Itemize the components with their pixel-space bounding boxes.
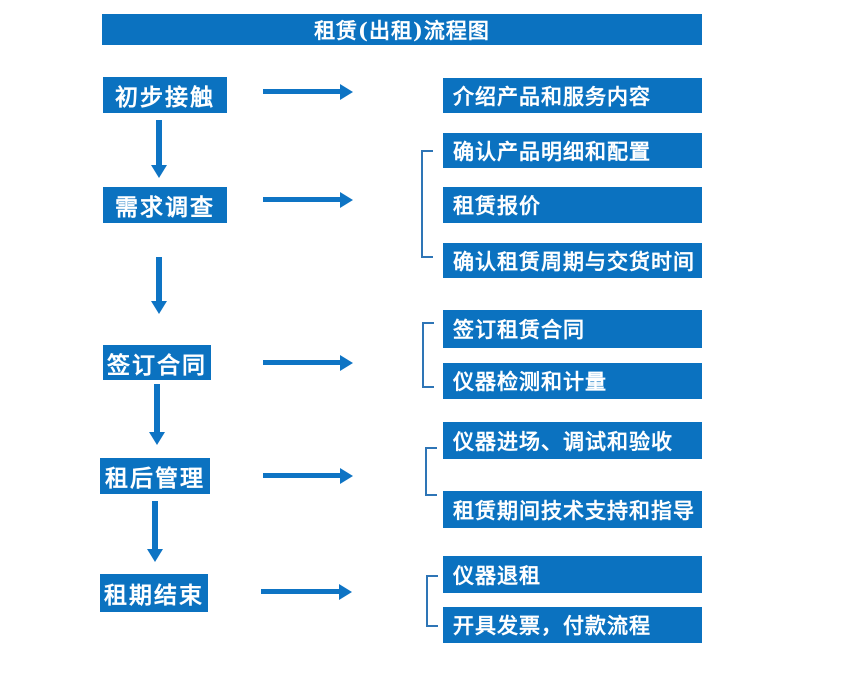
detail-box-instrument-return: 仪器退租 <box>443 556 702 593</box>
arrow-down-icon-1 <box>151 120 167 178</box>
detail-box-instrument-testing: 仪器检测和计量 <box>443 363 702 399</box>
arrow-right-icon-4 <box>263 468 353 484</box>
detail-box-instrument-arrival: 仪器进场、调试和验收 <box>443 422 702 459</box>
step-box-demand-survey: 需求调查 <box>103 187 227 223</box>
bracket-group-4 <box>425 447 437 496</box>
step-box-post-rental-mgmt: 租后管理 <box>100 458 210 494</box>
step-box-sign-contract: 签订合同 <box>103 345 211 380</box>
step-box-initial-contact: 初步接触 <box>103 77 227 113</box>
arrow-down-icon-4 <box>147 501 163 562</box>
bracket-group-3 <box>422 322 434 388</box>
bracket-group-5 <box>426 575 438 627</box>
detail-box-rental-quote: 租赁报价 <box>443 187 702 223</box>
arrow-right-icon-1 <box>263 84 353 100</box>
arrow-right-icon-3 <box>263 355 353 371</box>
detail-box-sign-lease-contract: 签订租赁合同 <box>443 310 702 348</box>
arrow-down-icon-2 <box>151 257 167 314</box>
detail-box-confirm-config: 确认产品明细和配置 <box>443 133 702 168</box>
flowchart-title: 租赁(出租)流程图 <box>102 14 702 45</box>
arrow-down-icon-3 <box>149 384 165 445</box>
arrow-right-icon-5 <box>261 584 352 600</box>
detail-box-invoice-payment: 开具发票，付款流程 <box>443 607 702 643</box>
bracket-group-2 <box>421 150 433 258</box>
detail-box-introduce-products: 介绍产品和服务内容 <box>443 78 702 113</box>
detail-box-tech-support: 租赁期间技术支持和指导 <box>443 491 702 528</box>
detail-box-confirm-period: 确认租赁周期与交货时间 <box>443 243 702 278</box>
arrow-right-icon-2 <box>263 192 353 208</box>
step-box-lease-end: 租期结束 <box>100 574 208 612</box>
